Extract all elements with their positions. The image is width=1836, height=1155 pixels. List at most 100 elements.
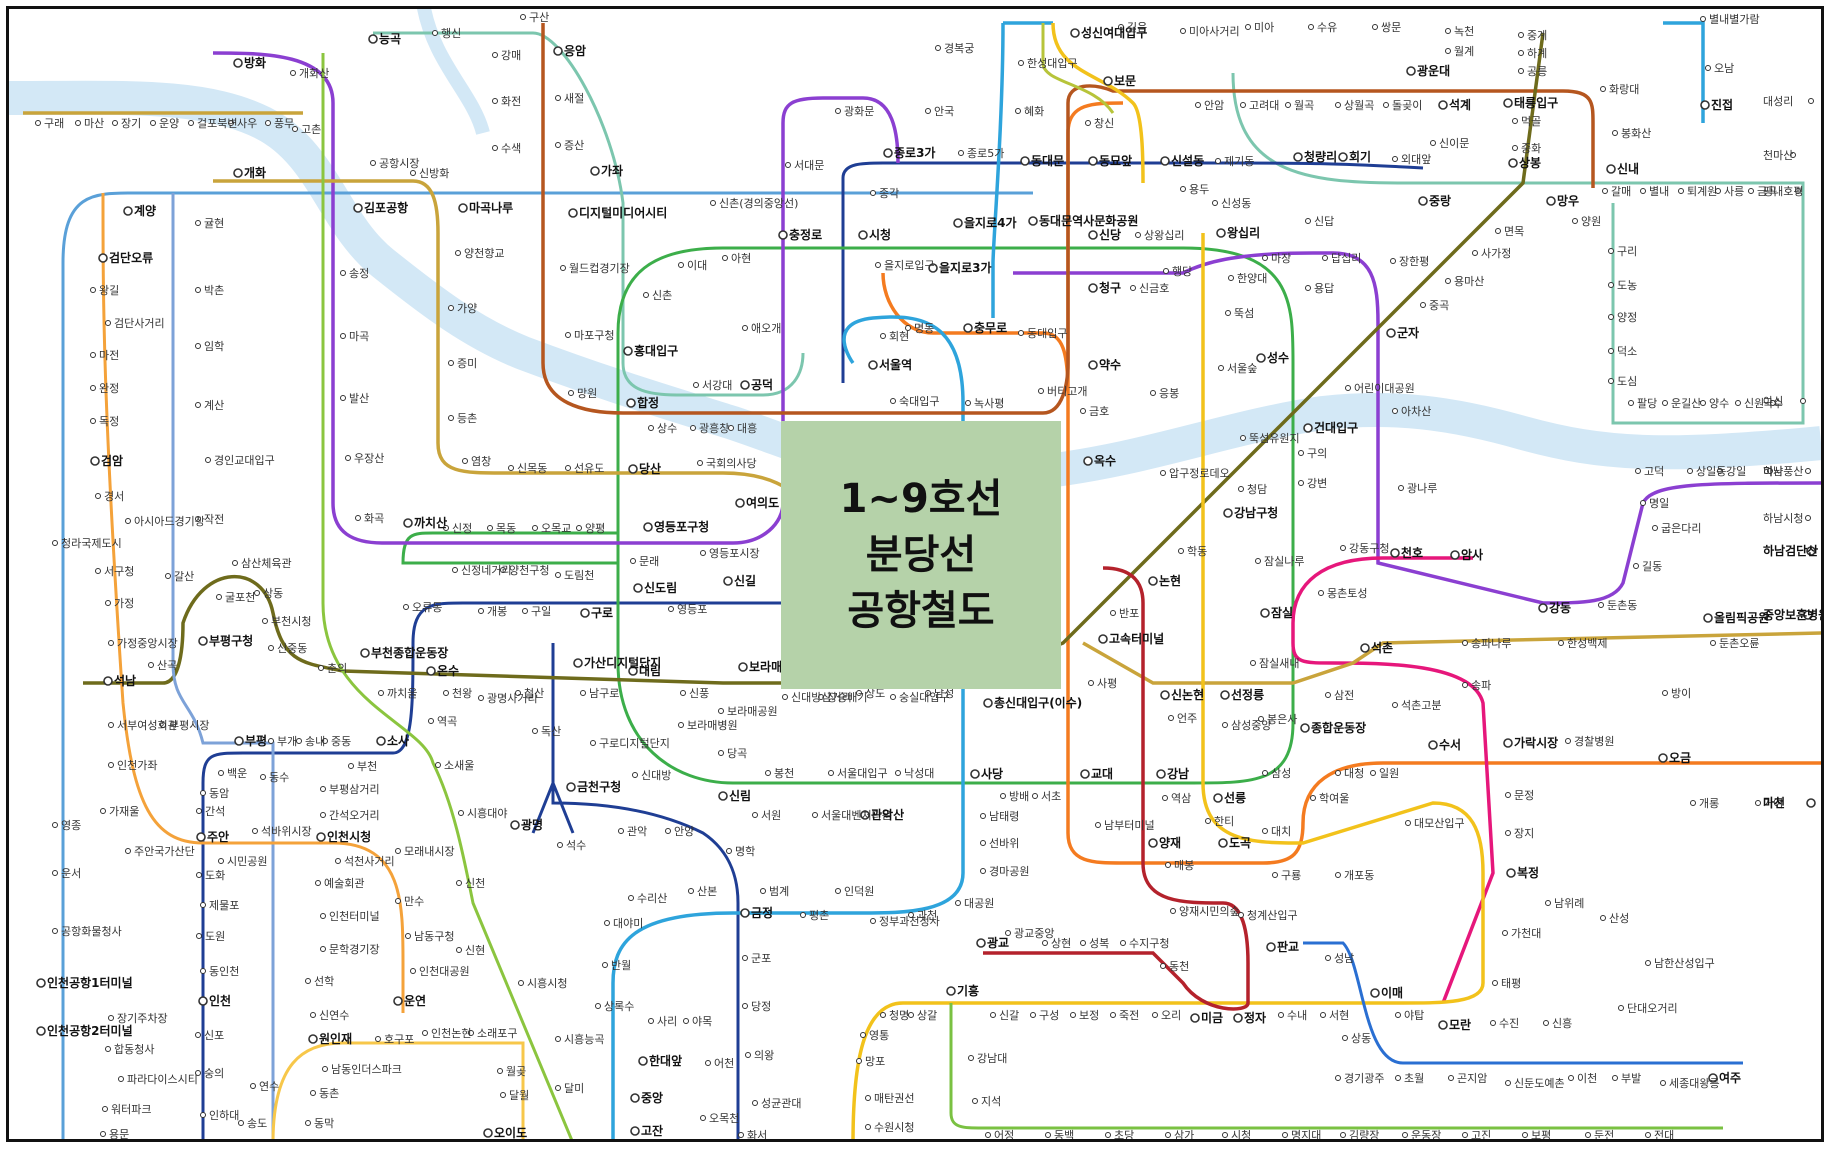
station-marker — [1223, 508, 1233, 518]
station-label: 인천논현 — [431, 1026, 471, 1040]
station-marker — [250, 1083, 256, 1089]
station-marker — [1678, 188, 1684, 194]
station-marker — [678, 262, 684, 268]
station-label: 고덕 — [1644, 465, 1664, 478]
station-marker — [1015, 108, 1021, 114]
station-marker — [1652, 525, 1658, 531]
station-label: 을지로입구 — [884, 259, 935, 272]
station-marker — [697, 460, 703, 466]
station-marker — [1342, 1035, 1348, 1041]
station-marker — [928, 263, 938, 273]
station-label: 강매 — [501, 49, 521, 62]
station-label: 소사 — [387, 733, 409, 748]
station-label: 대림 — [639, 664, 661, 678]
station-label: 수원시청 — [874, 1121, 914, 1134]
station-label: 공항화물청사 — [61, 925, 122, 938]
station-marker — [455, 250, 461, 256]
station-marker — [778, 230, 788, 240]
station-marker — [628, 666, 638, 676]
station-marker — [218, 858, 224, 864]
station-label: 사우 — [237, 117, 257, 130]
station-marker — [428, 718, 434, 724]
station-marker — [500, 1092, 506, 1098]
station-marker — [478, 695, 484, 701]
station-label: 신갈 — [999, 1008, 1019, 1022]
station-marker — [1325, 955, 1331, 961]
station-marker — [1710, 640, 1716, 646]
station-label: 서울대벤처타운 — [821, 809, 892, 822]
station-marker — [1098, 634, 1108, 644]
station-marker — [1508, 158, 1518, 168]
station-label: 정부과천청사 — [879, 914, 940, 928]
station-marker — [232, 560, 238, 566]
station-marker — [905, 325, 911, 331]
station-marker — [1272, 872, 1278, 878]
station-label: 갈산 — [174, 569, 194, 583]
line-ui — [1041, 23, 1115, 114]
station-marker — [233, 58, 243, 68]
station-label: 한성백제 — [1567, 637, 1607, 650]
station-marker — [630, 1126, 640, 1136]
station-marker — [643, 522, 653, 532]
station-label: 상왕십리 — [1144, 229, 1184, 242]
station-label: 서울역 — [879, 357, 912, 372]
station-marker — [1266, 942, 1276, 952]
station-label: 고잔 — [641, 1123, 663, 1138]
station-marker — [1262, 255, 1268, 261]
station-label: 왕십리 — [1227, 225, 1260, 240]
station-label: 중화 — [1521, 142, 1541, 155]
station-label: 구일 — [531, 604, 551, 618]
station-marker — [680, 690, 686, 696]
station-label: 보라매 — [749, 659, 782, 674]
station-label: 방이 — [1671, 687, 1691, 700]
station-marker — [1278, 1012, 1284, 1018]
station-label: 만수 — [404, 895, 424, 908]
station-label: 종각 — [879, 187, 899, 200]
station-marker — [976, 938, 986, 948]
station-marker — [105, 1046, 111, 1052]
station-label: 소래포구 — [477, 1027, 517, 1040]
station-marker — [1298, 480, 1304, 486]
station-marker — [980, 868, 986, 874]
station-label: 신성동 — [1221, 197, 1251, 210]
station-label: 태릉입구 — [1514, 95, 1558, 110]
station-label: 몽촌토성 — [1327, 587, 1367, 600]
station-marker — [234, 736, 244, 746]
station-label: 상동 — [1351, 1032, 1371, 1045]
station-marker — [1445, 48, 1451, 54]
station-label: 영통 — [869, 1029, 889, 1042]
station-label: 압구정로데오 — [1169, 467, 1230, 480]
station-label: 박촌 — [204, 284, 224, 297]
station-marker — [958, 150, 964, 156]
station-label: 잠실 — [1271, 605, 1293, 620]
station-marker — [1645, 960, 1651, 966]
station-label: 상수 — [657, 422, 677, 435]
station-label: 진접 — [1711, 97, 1733, 112]
station-label: 부개 — [277, 735, 297, 748]
station-label: 양천구청 — [509, 563, 549, 577]
station-marker — [745, 1052, 751, 1058]
station-marker — [195, 220, 201, 226]
station-marker — [195, 1070, 201, 1076]
station-label: 오리 — [1161, 1009, 1181, 1022]
station-label: 아시아드경기장 — [134, 515, 205, 528]
station-label: 서현 — [1329, 1009, 1349, 1022]
station-marker — [1392, 408, 1398, 414]
station-label: 가양 — [457, 302, 477, 315]
station-marker — [1195, 102, 1201, 108]
station-marker — [835, 108, 841, 114]
station-label: 장기주차장 — [117, 1012, 168, 1025]
station-label: 매봉 — [1174, 859, 1194, 872]
station-label: 가락시장 — [1514, 735, 1558, 750]
station-label: 뚝섬 — [1234, 307, 1254, 320]
station-label: 산본 — [697, 885, 717, 898]
station-marker — [742, 1003, 748, 1009]
station-label: 학동 — [1187, 545, 1207, 558]
station-marker — [1180, 186, 1186, 192]
station-marker — [875, 262, 881, 268]
station-label: 남한산성입구 — [1654, 957, 1715, 970]
station-marker — [1700, 400, 1706, 406]
station-label: 부천종합운동장 — [371, 645, 448, 660]
station-label: 신풍 — [689, 687, 709, 700]
station-marker — [1770, 400, 1776, 406]
